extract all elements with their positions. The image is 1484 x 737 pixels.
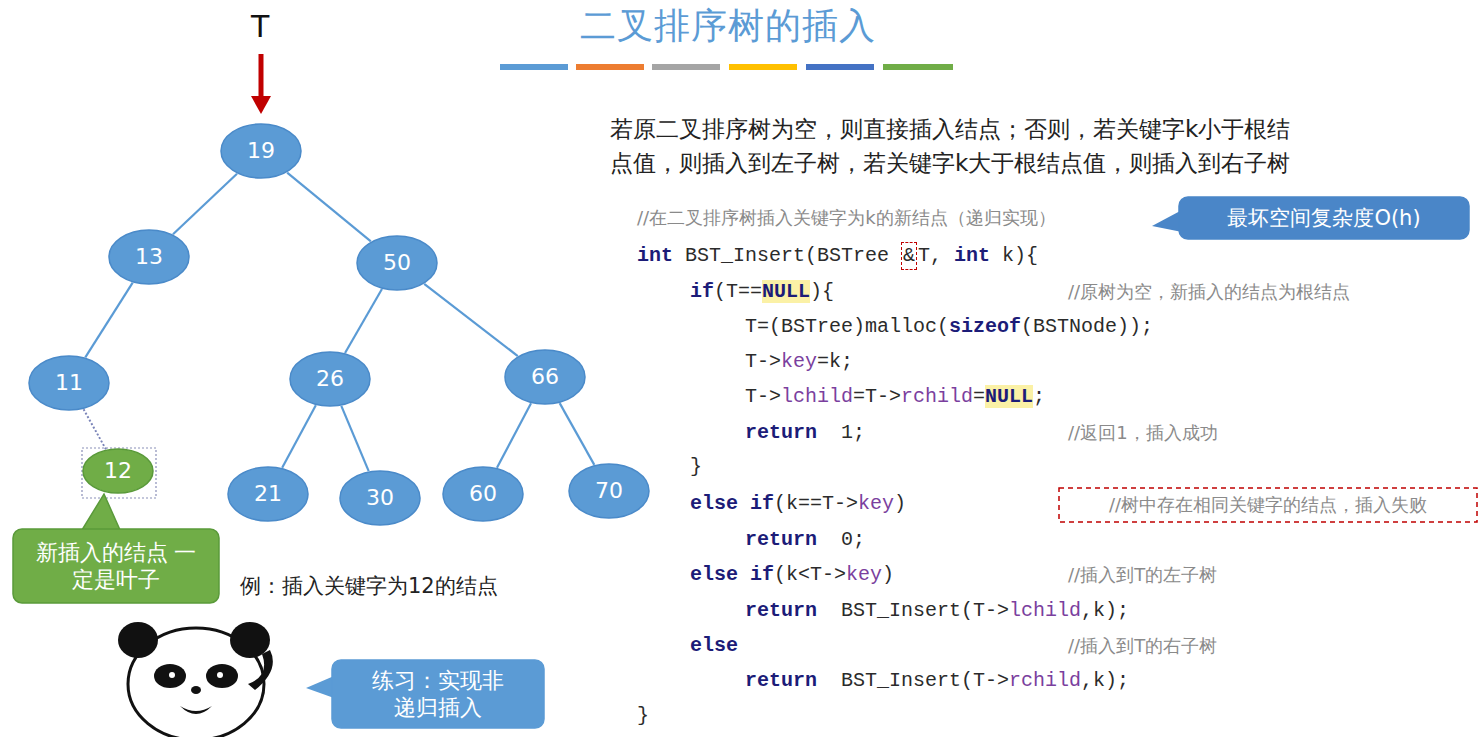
code-line: return BST_Insert(T->lchild,k); bbox=[745, 599, 1129, 623]
callout-box: 新插入的结点 一定是叶子 bbox=[12, 528, 220, 604]
code-comment: //原树为空，新插入的结点为根结点 bbox=[1068, 280, 1350, 304]
node-shape bbox=[83, 449, 153, 493]
callout-pointer bbox=[1152, 210, 1182, 232]
node-text: 30 bbox=[366, 484, 394, 512]
tree-node: 13 bbox=[108, 229, 190, 285]
node-shape bbox=[505, 350, 585, 404]
code-comment: //插入到T的右子树 bbox=[1068, 634, 1217, 658]
code-line: T->lchild=T->rchild=NULL; bbox=[745, 385, 1045, 409]
tree-edge bbox=[424, 284, 518, 356]
node-text: 12 bbox=[104, 457, 132, 485]
tree-node: 11 bbox=[28, 355, 110, 411]
tree-node: 70 bbox=[568, 463, 650, 519]
code-line: T->key=k; bbox=[745, 350, 853, 374]
code-line: } bbox=[637, 704, 649, 728]
code-line: else if(k<T->key) bbox=[690, 563, 894, 587]
tree-node: 21 bbox=[227, 466, 309, 522]
node-text: 60 bbox=[469, 480, 497, 508]
node-text: 70 bbox=[595, 477, 623, 505]
code-comment: //返回1，插入成功 bbox=[1068, 421, 1218, 445]
node-shape bbox=[357, 236, 437, 290]
node-text: 66 bbox=[531, 363, 559, 391]
node-shape bbox=[13, 529, 219, 603]
node-shape bbox=[569, 464, 649, 518]
node-shape bbox=[443, 467, 523, 521]
tree-edge bbox=[173, 174, 237, 235]
node-shape bbox=[221, 124, 301, 178]
tree-node: 50 bbox=[356, 235, 438, 291]
title-color-bar bbox=[500, 64, 953, 70]
tree-edge bbox=[84, 409, 106, 449]
callout-pointer bbox=[306, 676, 334, 698]
node-shape bbox=[29, 356, 109, 410]
tree-edge bbox=[345, 289, 382, 353]
slide-title: 二叉排序树的插入 bbox=[580, 4, 876, 48]
panda-meme bbox=[118, 622, 273, 737]
node-shape bbox=[228, 467, 308, 521]
callout-box: 最坏空间复杂度O(h) bbox=[1178, 196, 1470, 240]
code-token: & bbox=[903, 244, 915, 268]
node-outline bbox=[12, 528, 220, 604]
code-line: return 1; bbox=[745, 421, 865, 445]
root-pointer-arrow bbox=[251, 54, 271, 114]
node-shape bbox=[290, 352, 370, 406]
tree-edge bbox=[85, 283, 132, 358]
node-text: //树中存在相同关键字的结点，插入失败 bbox=[1109, 494, 1427, 517]
node-text: 13 bbox=[135, 243, 163, 271]
node-text: 新插入的结点 一定是叶子 bbox=[31, 539, 201, 594]
node-text: 最坏空间复杂度O(h) bbox=[1227, 205, 1420, 231]
tree-edge bbox=[560, 403, 595, 465]
tree-node: 12 bbox=[82, 448, 154, 494]
tree-node: 60 bbox=[442, 466, 524, 522]
description: 若原二叉排序树为空，则直接插入结点；否则，若关键字k小于根结 bbox=[610, 114, 1290, 144]
node-text: 26 bbox=[316, 365, 344, 393]
tree-node: 19 bbox=[220, 123, 302, 179]
code-line: } bbox=[690, 455, 702, 479]
example-note: 例：插入关键字为12的结点 bbox=[240, 572, 498, 600]
node-text: 练习：实现非递归插入 bbox=[363, 667, 513, 722]
description: 点值，则插入到左子树，若关键字k大于根结点值，则插入到右子树 bbox=[610, 148, 1290, 178]
code-line: else bbox=[690, 634, 738, 658]
code-comment: //在二叉排序树插入关键字为k的新结点（递归实现） bbox=[637, 206, 1056, 230]
callout-pointer bbox=[82, 494, 120, 530]
tree-node: 66 bbox=[504, 349, 586, 405]
code-line: else if(k==T->key) bbox=[690, 492, 906, 516]
node-text: 50 bbox=[383, 249, 411, 277]
node-shape bbox=[1059, 488, 1477, 522]
node-shape bbox=[340, 471, 420, 525]
node-text: 19 bbox=[247, 137, 275, 165]
tree-edge bbox=[497, 403, 531, 467]
highlight-box: //树中存在相同关键字的结点，插入失败 bbox=[1058, 487, 1478, 523]
code-line: if(T==NULL){ bbox=[690, 280, 834, 304]
code-line: return 0; bbox=[745, 528, 865, 552]
tree-edge bbox=[287, 173, 371, 242]
code-line: int BST_Insert(BSTree bbox=[637, 244, 901, 268]
code-line: T=(BSTree)malloc(sizeof(BSTNode)); bbox=[745, 315, 1153, 339]
node-shape bbox=[332, 660, 544, 728]
code-line: T, int k){ bbox=[918, 244, 1038, 268]
tree-edge bbox=[341, 406, 368, 471]
tree-node: 30 bbox=[339, 470, 421, 526]
selection-box bbox=[82, 448, 156, 498]
node-shape bbox=[1179, 197, 1469, 239]
root-pointer-label: T bbox=[251, 10, 269, 44]
code-line: return BST_Insert(T->rchild,k); bbox=[745, 669, 1129, 693]
node-text: 11 bbox=[55, 369, 83, 397]
node-text: 21 bbox=[254, 480, 282, 508]
tree-edge bbox=[282, 405, 316, 467]
node-shape bbox=[109, 230, 189, 284]
callout-box: 练习：实现非递归插入 bbox=[331, 659, 545, 729]
code-comment: //插入到T的左子树 bbox=[1068, 563, 1217, 587]
tree-node: 26 bbox=[289, 351, 371, 407]
